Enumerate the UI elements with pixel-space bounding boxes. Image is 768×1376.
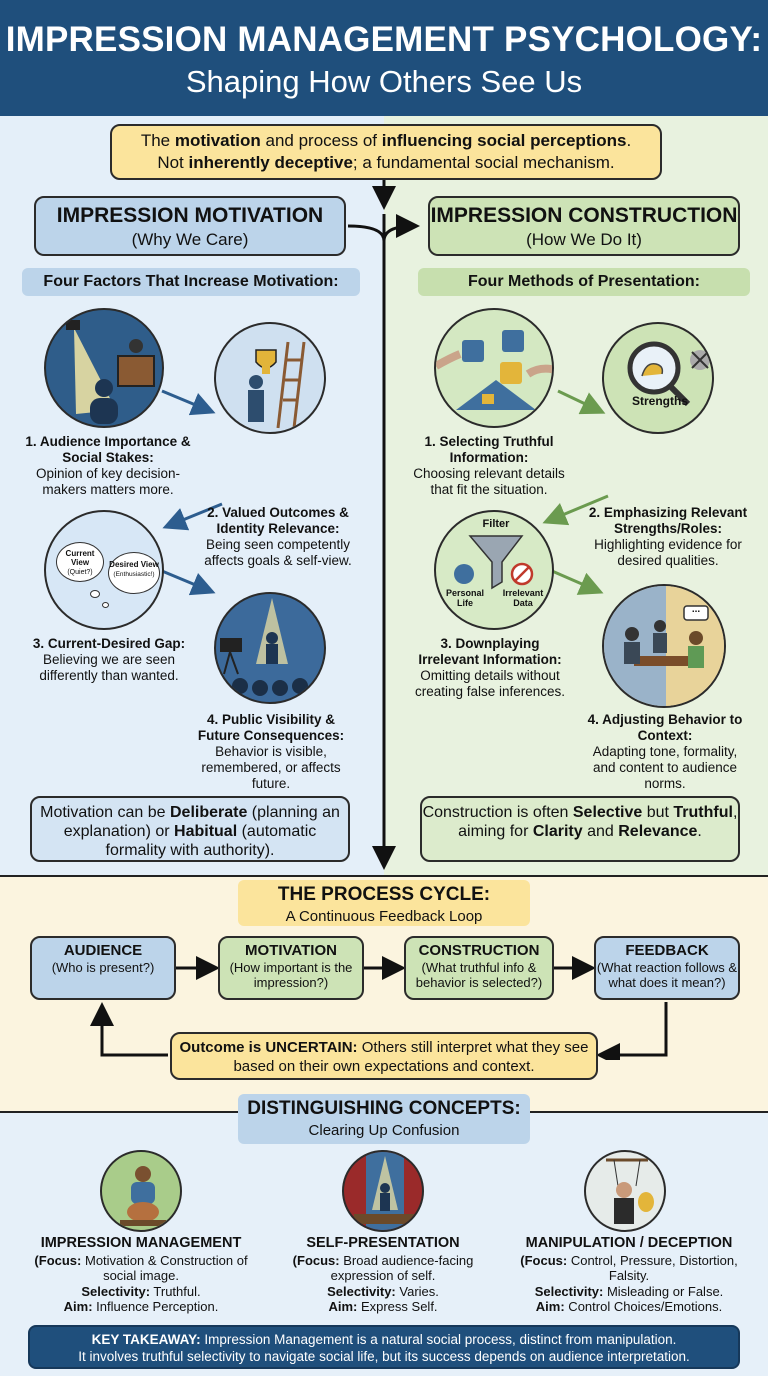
factor-2: 2. Valued Outcomes & Identity Relevance:… xyxy=(204,505,352,568)
key-takeaway-banner: KEY TAKEAWAY: Impression Management is a… xyxy=(28,1325,740,1369)
outcome-note: Outcome is UNCERTAIN: Others still inter… xyxy=(170,1032,598,1080)
theater-illustration xyxy=(342,1150,424,1232)
pottery-illustration xyxy=(100,1150,182,1232)
factor-1: 1. Audience Importance & Social Stakes: … xyxy=(25,434,191,497)
methods-heading: Four Methods of Presentation: xyxy=(418,268,750,296)
meeting-illustration: ... xyxy=(602,584,726,708)
stage-speaker-illustration xyxy=(214,592,326,704)
motivation-header: IMPRESSION MOTIVATION (Why We Care) xyxy=(34,196,346,256)
puzzle-illustration xyxy=(434,308,554,428)
construction-summary: Construction is often Selective but Trut… xyxy=(420,796,740,862)
thought-bubbles-illustration: Current View(Quiet?) Desired View(Enthus… xyxy=(44,510,164,630)
motivation-summary: Motivation can be Deliberate (planning a… xyxy=(30,796,350,862)
desired-view-bubble: Desired View(Enthusiastic!) xyxy=(108,552,160,594)
divider-top xyxy=(0,875,768,877)
magnifier-strengths-illustration: Strengths xyxy=(602,322,714,434)
spotlight-icon xyxy=(66,320,155,424)
concepts-title: DISTINGUISHING CONCEPTS: Clearing Up Con… xyxy=(238,1094,530,1144)
method-3: 3. Downplaying Irrelevant Information: O… xyxy=(414,636,566,699)
current-view-bubble: Current View(Quiet?) xyxy=(56,542,104,582)
page-subtitle: Shaping How Others See Us xyxy=(185,64,583,99)
cycle-arrows xyxy=(90,956,668,1060)
concept-impression-management: IMPRESSION MANAGEMENT (Focus: Motivation… xyxy=(34,1235,248,1314)
header-banner: IMPRESSION MANAGEMENT PSYCHOLOGY: Shapin… xyxy=(0,0,768,116)
cycle-node-motivation: MOTIVATION (How important is the impress… xyxy=(218,936,364,1000)
method-4: 4. Adjusting Behavior to Context: Adapti… xyxy=(587,712,743,791)
method-2: 2. Emphasizing Relevant Strengths/Roles:… xyxy=(588,505,748,568)
filter-label: Filter xyxy=(482,518,510,530)
concept-manipulation-deception: MANIPULATION / DECEPTION (Focus: Control… xyxy=(520,1235,738,1314)
concept-self-presentation: SELF-PRESENTATION (Focus: Broad audience… xyxy=(292,1235,474,1314)
audience-stage-illustration xyxy=(44,308,164,428)
filter-illustration: Filter Personal Life Irrelevant Data xyxy=(434,510,554,630)
thought-dot-icon xyxy=(90,590,100,598)
takeaway-line-2: It involves truthful selectivity to navi… xyxy=(78,1349,690,1364)
puzzle-piece-icon xyxy=(436,330,552,410)
intro-definition: The motivation and process of influencin… xyxy=(110,124,662,180)
factor-4: 4. Public Visibility & Future Consequenc… xyxy=(197,712,345,791)
puppet-mask-icon xyxy=(606,1158,654,1224)
trophy-ladder-illustration xyxy=(214,322,326,434)
cycle-node-feedback: FEEDBACK (What reaction follows & what d… xyxy=(594,936,740,1000)
method-1: 1. Selecting Truthful Information: Choos… xyxy=(413,434,565,497)
funnel-icon xyxy=(454,535,534,590)
stage-curtain-icon xyxy=(354,1152,416,1230)
cycle-node-audience: AUDIENCE (Who is present?) xyxy=(30,936,176,1000)
factors-heading: Four Factors That Increase Motivation: xyxy=(22,268,360,296)
personal-life-label: Personal Life xyxy=(445,588,485,608)
cycle-title: THE PROCESS CYCLE: A Continuous Feedback… xyxy=(238,880,530,926)
potter-icon xyxy=(120,1166,166,1226)
strengths-label: Strengths xyxy=(631,394,688,408)
camera-audience-icon xyxy=(220,598,308,696)
intro-line-1: The motivation and process of influencin… xyxy=(140,131,632,150)
construction-header: IMPRESSION CONSTRUCTION (How We Do It) xyxy=(428,196,740,256)
trophy-icon xyxy=(248,341,306,429)
cycle-node-construction: CONSTRUCTION (What truthful info & behav… xyxy=(404,936,554,1000)
page-title: IMPRESSION MANAGEMENT PSYCHOLOGY: xyxy=(5,20,763,59)
puppet-illustration xyxy=(584,1150,666,1232)
intro-line-2: Not inherently deceptive; a fundamental … xyxy=(157,153,615,172)
thought-dot-icon xyxy=(102,602,109,608)
magnifier-icon xyxy=(627,341,710,407)
speech-bubble-icon: ... xyxy=(691,604,701,615)
factor-3: 3. Current-Desired Gap: Believing we are… xyxy=(32,636,186,683)
connector-arrows xyxy=(161,180,609,870)
takeaway-line-1: KEY TAKEAWAY: Impression Management is a… xyxy=(91,1332,677,1347)
irrelevant-data-label: Irrelevant Data xyxy=(502,588,544,608)
